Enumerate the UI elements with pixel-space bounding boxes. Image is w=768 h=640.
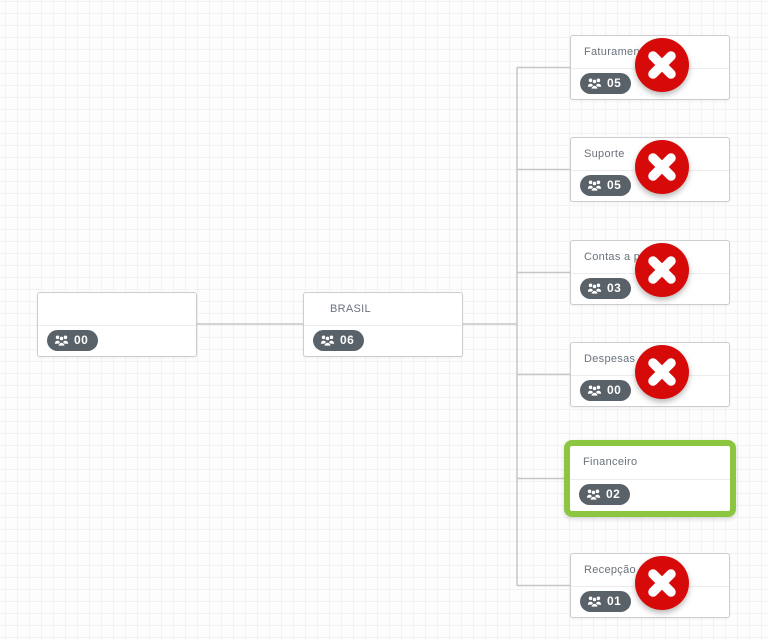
org-node-financeiro-selected[interactable]: Financeiro 02 (564, 440, 736, 517)
member-count-badge: 06 (313, 329, 365, 351)
org-node-brasil[interactable]: BRASIL 06 (303, 292, 463, 357)
member-count-badge: 02 (579, 483, 631, 505)
node-title: Faturamento (584, 45, 650, 58)
users-icon (587, 384, 602, 397)
member-count: 06 (340, 333, 355, 347)
users-icon (587, 282, 602, 295)
delete-node-button[interactable] (635, 140, 689, 194)
node-divider (570, 478, 730, 480)
delete-node-button[interactable] (635, 556, 689, 610)
node-title: Despesas (584, 352, 636, 365)
delete-node-button[interactable] (635, 243, 689, 297)
org-node-suporte[interactable]: Suporte 05 (570, 137, 730, 202)
org-node-root[interactable]: 00 (37, 292, 197, 357)
member-count-badge: 05 (580, 174, 632, 196)
x-circle-icon (635, 38, 689, 92)
node-divider (304, 324, 462, 326)
users-icon (54, 334, 69, 347)
member-count-badge: 01 (580, 590, 632, 612)
x-circle-icon (635, 243, 689, 297)
node-title: Suporte (584, 147, 625, 160)
node-title: Recepção (584, 563, 636, 576)
delete-node-button[interactable] (635, 345, 689, 399)
delete-node-button[interactable] (635, 38, 689, 92)
x-circle-icon (635, 556, 689, 610)
org-node-despesas[interactable]: Despesas 00 (570, 342, 730, 407)
node-divider (38, 324, 196, 326)
member-count: 00 (74, 333, 89, 347)
member-count-badge: 03 (580, 277, 632, 299)
member-count-badge: 00 (580, 379, 632, 401)
users-icon (587, 77, 602, 90)
org-node-faturamento[interactable]: Faturamento 05 (570, 35, 730, 100)
users-icon (586, 488, 601, 501)
member-count: 01 (607, 594, 622, 608)
member-count: 05 (607, 178, 622, 192)
users-icon (320, 334, 335, 347)
node-title (38, 293, 196, 325)
member-count: 00 (607, 383, 622, 397)
org-node-recepcao[interactable]: Recepção 01 (570, 553, 730, 618)
org-node-contas-a-pagar[interactable]: Contas a pagar 03 (570, 240, 730, 305)
member-count: 02 (606, 487, 621, 501)
x-circle-icon (635, 345, 689, 399)
member-count: 05 (607, 76, 622, 90)
x-circle-icon (635, 140, 689, 194)
users-icon (587, 179, 602, 192)
member-count-badge: 00 (47, 329, 99, 351)
node-title: Financeiro (583, 456, 638, 469)
member-count-badge: 05 (580, 72, 632, 94)
users-icon (587, 595, 602, 608)
member-count: 03 (607, 281, 622, 295)
node-title: BRASIL (330, 302, 371, 315)
